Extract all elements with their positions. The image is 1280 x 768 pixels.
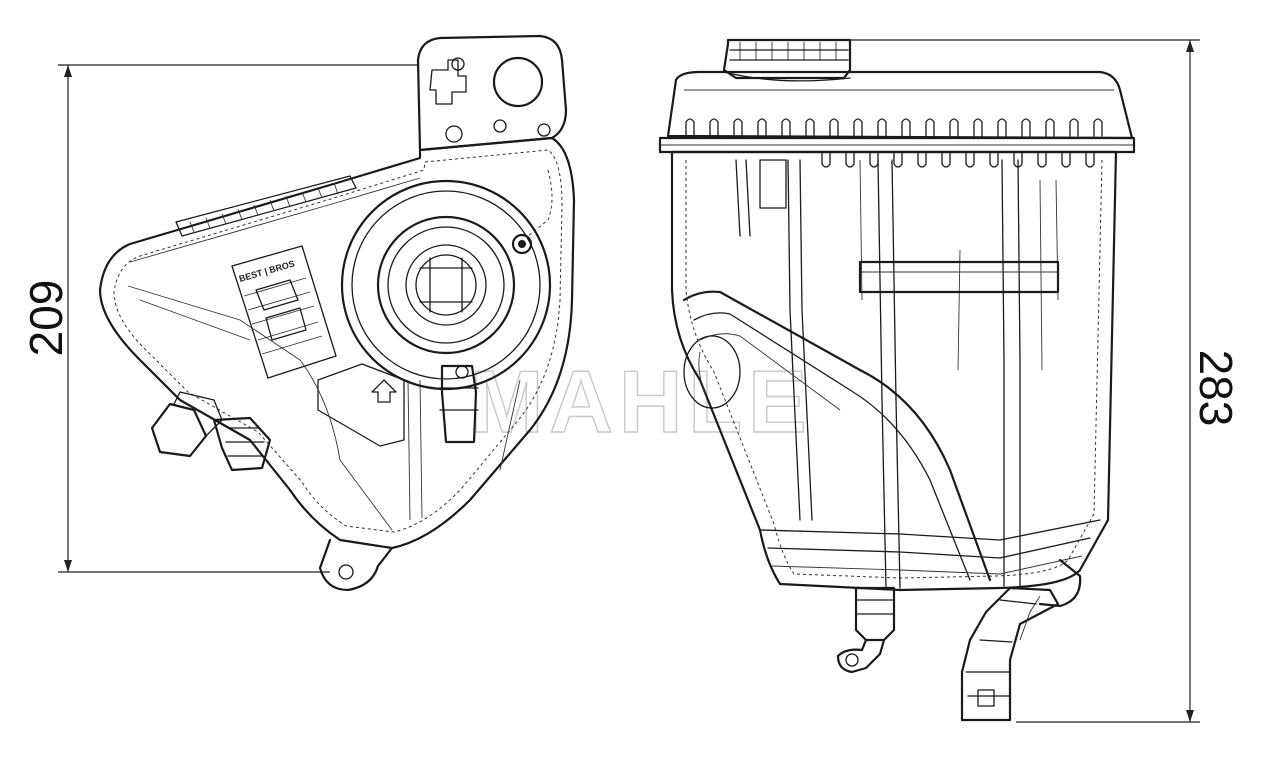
dimension-283-label: 283 (1190, 350, 1242, 427)
watermark-text: MAHLE (470, 352, 813, 451)
tank-side-view: BEST | BROS (98, 34, 576, 592)
tank-front-view (658, 38, 1136, 722)
label-plate: BEST | BROS (231, 245, 337, 379)
dimension-209: 209 (20, 64, 418, 573)
flange-bolts (685, 118, 1103, 168)
dimension-209-label: 209 (20, 280, 72, 357)
dimension-283: 283 (850, 39, 1242, 723)
